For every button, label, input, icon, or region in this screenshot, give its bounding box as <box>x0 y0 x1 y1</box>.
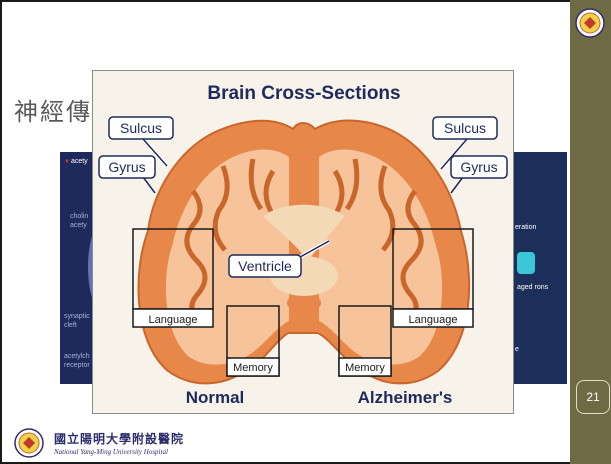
hospital-logo-icon <box>14 428 44 458</box>
caption-normal: Normal <box>186 388 245 407</box>
hospital-name: 國立陽明大學附設醫院 National Yang-Ming University… <box>54 430 184 456</box>
background-image-right: eration aged rons e <box>513 152 567 384</box>
svg-text:Memory: Memory <box>345 362 385 374</box>
label-language-right: Language <box>393 309 473 327</box>
slide-title: 神經傳 <box>14 92 92 127</box>
caption-alzheimers: Alzheimer's <box>358 388 453 407</box>
hospital-name-en: National Yang-Ming University Hospital <box>54 448 184 456</box>
svg-text:Sulcus: Sulcus <box>444 120 486 136</box>
svg-text:Language: Language <box>149 314 198 326</box>
neuron-icon <box>517 252 535 274</box>
svg-text:Gyrus: Gyrus <box>460 159 497 175</box>
svg-text:Ventricle: Ventricle <box>238 258 292 274</box>
svg-text:Gyrus: Gyrus <box>108 159 145 175</box>
label-gyrus-left: Gyrus <box>99 156 155 193</box>
label-language-left: Language <box>133 309 213 327</box>
hospital-name-zh: 國立陽明大學附設醫院 <box>54 430 184 447</box>
background-text: eration <box>515 224 536 231</box>
background-image-left: acety cholin acety synaptic cleft acetyl… <box>60 152 96 384</box>
background-tag: acety <box>64 158 88 165</box>
svg-text:Memory: Memory <box>233 362 273 374</box>
page-number: 21 <box>576 380 610 414</box>
label-memory-left: Memory <box>227 358 279 376</box>
sidebar-logo-icon <box>575 8 605 38</box>
svg-text:Sulcus: Sulcus <box>120 120 162 136</box>
svg-text:Language: Language <box>409 314 458 326</box>
label-gyrus-right: Gyrus <box>451 156 507 193</box>
brain-cross-section-figure: Brain Cross-Sections <box>92 70 514 414</box>
brain-shape <box>138 121 469 384</box>
brain-diagram: Brain Cross-Sections <box>93 71 515 415</box>
background-text: aged rons <box>517 284 548 292</box>
figure-title: Brain Cross-Sections <box>207 83 400 104</box>
label-memory-right: Memory <box>339 358 391 376</box>
background-text: e <box>515 346 519 353</box>
